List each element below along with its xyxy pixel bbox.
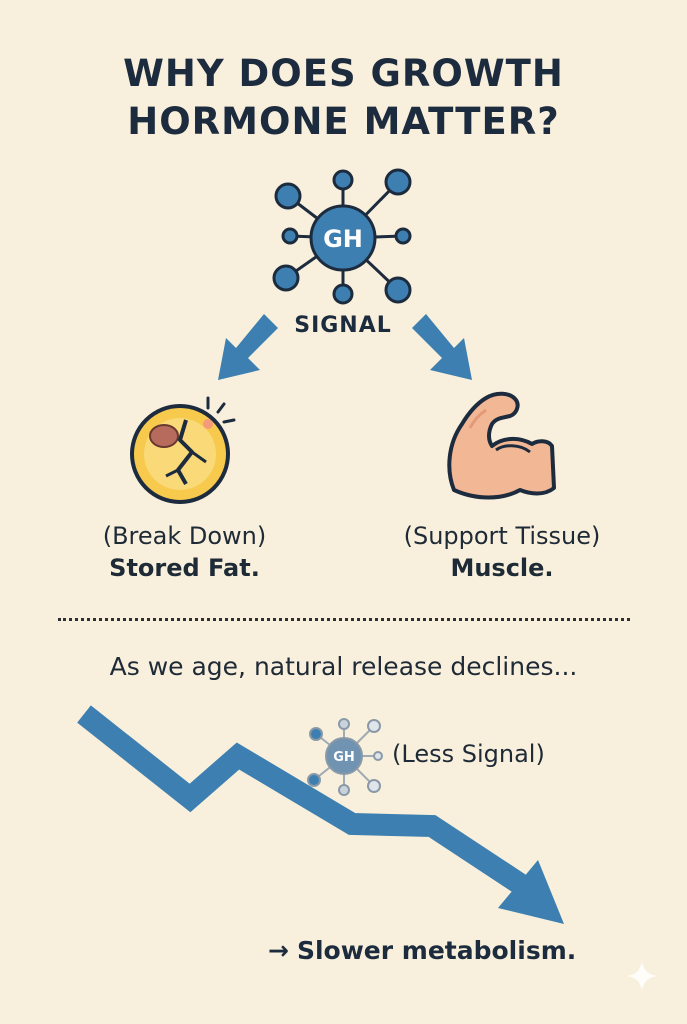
faded-growth-hormone-icon: GH	[307, 718, 383, 796]
decline-statement: As we age, natural release declines...	[109, 652, 578, 681]
fat-cell-icon	[130, 396, 236, 504]
muscle-effect-caption: (Support Tissue) Muscle.	[372, 520, 632, 584]
title-line-2: HORMONE MATTER?	[127, 100, 560, 143]
arrow-down-left-icon	[218, 314, 278, 380]
conclusion-label: Slower metabolism.	[296, 936, 577, 965]
flexed-muscle-icon	[447, 391, 556, 500]
fat-effect-sub: (Break Down)	[102, 522, 267, 550]
page-title: WHY DOES GROWTH HORMONE MATTER?	[0, 50, 687, 146]
small-gh-badge: GH	[333, 750, 355, 765]
declining-trend-arrow-icon	[77, 705, 564, 924]
less-signal-label: (Less Signal)	[392, 740, 545, 768]
signal-label: SIGNAL	[294, 313, 392, 338]
conclusion-text: →Slower metabolism.	[268, 936, 576, 965]
fat-effect-caption: (Break Down) Stored Fat.	[62, 520, 307, 584]
dotted-divider	[58, 618, 630, 621]
muscle-effect-main: Muscle.	[450, 554, 554, 582]
right-arrow-icon: →	[268, 936, 289, 965]
growth-hormone-molecule-icon: GH	[272, 168, 412, 305]
title-line-1: WHY DOES GROWTH	[123, 52, 564, 95]
fat-effect-main: Stored Fat.	[109, 554, 260, 582]
sparkle-icon	[626, 960, 658, 992]
arrow-down-right-icon	[412, 314, 472, 380]
muscle-effect-sub: (Support Tissue)	[403, 522, 601, 550]
gh-badge: GH	[323, 225, 363, 253]
